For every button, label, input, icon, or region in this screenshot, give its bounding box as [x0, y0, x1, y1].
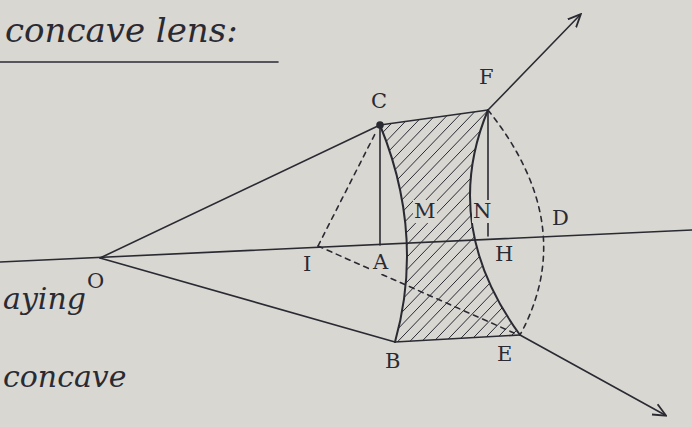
- hatch-line: [104, 100, 354, 360]
- hatch-line: [164, 100, 414, 360]
- hatch-line: [80, 100, 330, 360]
- hatch-line: [116, 100, 366, 360]
- hatch-line: [620, 100, 692, 360]
- heading: concave lens:: [4, 12, 239, 49]
- hatch-line: [344, 100, 594, 360]
- principal-axis: [0, 230, 692, 262]
- hatch-line: [272, 100, 522, 360]
- hatch-line: [428, 100, 678, 360]
- point-label: N: [472, 200, 492, 223]
- hatch-line: [212, 100, 462, 360]
- note-text: aying: [2, 282, 87, 315]
- hatch-line: [524, 100, 692, 360]
- hatch-line: [452, 100, 692, 360]
- lens-hatching: [80, 100, 692, 360]
- hatch-line: [128, 100, 378, 360]
- hatch-line: [416, 100, 666, 360]
- hatch-line: [260, 100, 510, 360]
- lens-surface: [380, 125, 407, 342]
- hatch-line: [176, 100, 426, 360]
- hatch-line: [548, 100, 692, 360]
- point-label: B: [384, 350, 401, 373]
- ray-line: [395, 335, 520, 342]
- point-dot: [377, 122, 383, 128]
- hatch-line: [140, 100, 390, 360]
- point-label: E: [496, 343, 513, 366]
- hatch-line: [284, 100, 534, 360]
- point-label: A: [372, 251, 389, 274]
- ray-line: [380, 110, 488, 125]
- hatch-line: [476, 100, 692, 360]
- hatch-line: [596, 100, 692, 360]
- hatch-line: [536, 100, 692, 360]
- hatch-line: [464, 100, 692, 360]
- title-underline: [0, 61, 278, 63]
- hatch-line: [368, 100, 618, 360]
- point-label: M: [413, 200, 437, 223]
- hatch-line: [488, 100, 692, 360]
- hatch-line: [380, 100, 630, 360]
- hatch-line: [248, 100, 498, 360]
- hatch-line: [668, 100, 692, 360]
- hatch-line: [356, 100, 606, 360]
- hatch-line: [92, 100, 342, 360]
- hatch-line: [572, 100, 692, 360]
- hatch-line: [224, 100, 474, 360]
- hatch-line: [308, 100, 558, 360]
- point-label: H: [494, 243, 514, 266]
- hatch-line: [404, 100, 654, 360]
- point-label: O: [86, 270, 105, 293]
- ray-line: [100, 258, 395, 342]
- hatch-line: [560, 100, 692, 360]
- hatch-line: [500, 100, 692, 360]
- refracted-ray: [520, 335, 665, 415]
- dashed-line: [318, 246, 514, 333]
- hatch-line: [188, 100, 438, 360]
- hatch-line: [656, 100, 692, 360]
- hatch-line: [296, 100, 546, 360]
- hatch-line: [440, 100, 690, 360]
- point-label: I: [302, 253, 312, 276]
- hatch-line: [152, 100, 402, 360]
- hatch-line: [200, 100, 450, 360]
- point-label: D: [551, 207, 570, 230]
- hatch-line: [332, 100, 582, 360]
- point-label: C: [370, 90, 388, 113]
- ray-line: [100, 125, 380, 258]
- hatch-line: [512, 100, 692, 360]
- hatch-line: [320, 100, 570, 360]
- refracted-ray: [488, 15, 580, 110]
- note-text: concave: [2, 360, 128, 393]
- hatch-line: [236, 100, 486, 360]
- hatch-line: [644, 100, 692, 360]
- vertical-line: [379, 125, 381, 245]
- hatch-line: [392, 100, 642, 360]
- hatch-line: [608, 100, 692, 360]
- point-label: F: [478, 66, 495, 89]
- hatch-line: [632, 100, 692, 360]
- hatch-line: [584, 100, 692, 360]
- dashed-line: [318, 132, 376, 246]
